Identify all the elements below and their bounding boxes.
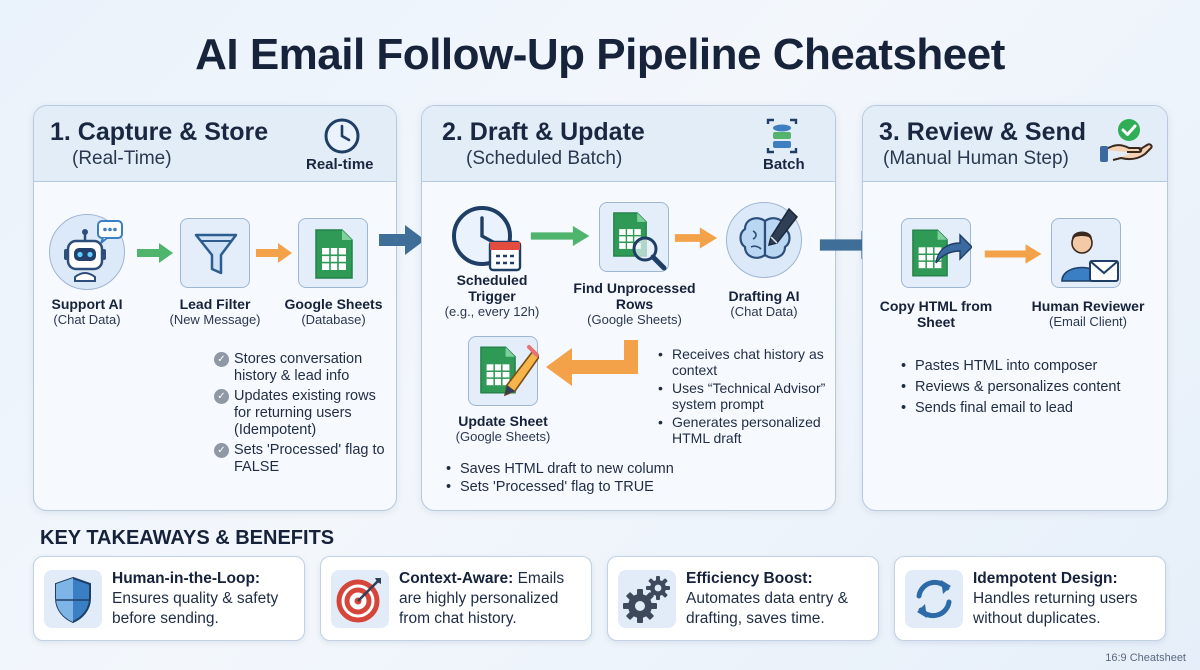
takeaway-card: Idempotent Design: Handles returning use… bbox=[894, 556, 1166, 641]
panel-title: 3. Review & Send bbox=[879, 118, 1087, 146]
hand-check-icon bbox=[1100, 119, 1153, 162]
drafting-notes: Receives chat history as context Uses “T… bbox=[656, 346, 832, 448]
panel-draft-update: 2. Draft & Update (Scheduled Batch) Batc… bbox=[421, 105, 836, 511]
copy-html-node bbox=[901, 218, 973, 288]
support-ai-label: Support AI (Chat Data) bbox=[51, 296, 123, 327]
mode-tag: Real-time bbox=[306, 156, 374, 173]
panel-header: 2. Draft & Update (Scheduled Batch) Batc… bbox=[422, 106, 835, 182]
arrow-right-icon bbox=[674, 227, 718, 249]
find-rows-label: Find Unprocessed Rows (Google Sheets) bbox=[573, 280, 696, 327]
check-icon: ✓ bbox=[214, 443, 229, 458]
panel-connector-arrow-icon bbox=[379, 225, 425, 255]
icon-tile bbox=[618, 570, 676, 628]
footer-label: 16:9 Cheatsheet bbox=[1105, 652, 1186, 664]
gears-icon bbox=[623, 576, 670, 623]
takeaway-card: Efficiency Boost: Automates data entry &… bbox=[607, 556, 879, 641]
list-item: Pastes HTML into composer bbox=[899, 357, 1159, 376]
takeaways-heading: KEY TAKEAWAYS & BENEFITS bbox=[40, 527, 335, 549]
funnel-icon bbox=[194, 233, 238, 275]
panel-capture-store: 1. Capture & Store (Real-Time) Real-time… bbox=[33, 105, 397, 511]
panel-title: 2. Draft & Update bbox=[442, 118, 645, 146]
drafting-ai-node bbox=[726, 202, 802, 278]
list-item: ✓Stores conversation history & lead info bbox=[214, 351, 392, 385]
support-ai-node bbox=[49, 214, 125, 290]
refresh-icon bbox=[916, 579, 952, 619]
panel-header: 1. Capture & Store (Real-Time) Real-time bbox=[34, 106, 396, 182]
panel-review-send: 3. Review & Send (Manual Human Step) Cop… bbox=[862, 105, 1168, 511]
clock-icon bbox=[324, 118, 360, 154]
copy-html-label: Copy HTML from Sheet bbox=[879, 298, 993, 330]
icon-tile bbox=[905, 570, 963, 628]
list-item: Sets 'Processed' flag to TRUE bbox=[444, 479, 744, 495]
spreadsheet-icon bbox=[315, 229, 353, 279]
list-item: Generates personalized HTML draft bbox=[656, 414, 832, 446]
scheduled-trigger-label: Scheduled Trigger (e.g., every 12h) bbox=[444, 272, 540, 319]
takeaway-text: Human-in-the-Loop: Ensures quality & saf… bbox=[112, 570, 279, 627]
arrow-right-icon bbox=[984, 244, 1042, 264]
list-item: ✓Sets 'Processed' flag to FALSE bbox=[214, 442, 392, 476]
sheet-edit-icon bbox=[480, 345, 541, 397]
google-sheets-label: Google Sheets (Database) bbox=[284, 296, 383, 327]
batch-icon bbox=[766, 118, 798, 154]
sheet-search-icon bbox=[613, 212, 667, 271]
person-mail-icon bbox=[1061, 231, 1119, 282]
takeaway-card: Context-Aware: Emails are highly persona… bbox=[320, 556, 592, 641]
panel-header: 3. Review & Send (Manual Human Step) bbox=[863, 106, 1167, 182]
target-icon bbox=[336, 578, 381, 623]
takeaway-text: Idempotent Design: Handles returning use… bbox=[973, 570, 1138, 627]
check-icon: ✓ bbox=[214, 352, 229, 367]
takeaway-text: Context-Aware: Emails are highly persona… bbox=[399, 570, 565, 627]
list-item: Saves HTML draft to new column bbox=[444, 461, 744, 477]
find-rows-node bbox=[599, 202, 669, 272]
panel-subtitle: (Manual Human Step) bbox=[883, 148, 1069, 169]
list-item: ✓Updates existing rows for returning use… bbox=[214, 388, 392, 439]
sheet-export-icon bbox=[912, 229, 973, 277]
shield-icon bbox=[55, 576, 91, 624]
google-sheets-node bbox=[298, 218, 368, 288]
review-notes: Pastes HTML into composer Reviews & pers… bbox=[899, 357, 1159, 420]
human-reviewer-node bbox=[1051, 218, 1121, 288]
icon-tile bbox=[44, 570, 102, 628]
arrow-right-icon bbox=[530, 225, 590, 247]
mode-tag: Batch bbox=[763, 156, 805, 173]
lead-filter-label: Lead Filter (New Message) bbox=[169, 296, 261, 327]
update-sheet-label: Update Sheet (Google Sheets) bbox=[455, 413, 551, 444]
arrow-right-icon bbox=[137, 243, 173, 263]
panel-subtitle: (Real-Time) bbox=[72, 148, 172, 169]
brain-pen-icon bbox=[739, 207, 798, 259]
page-title: AI Email Follow-Up Pipeline Cheatsheet bbox=[195, 30, 1005, 79]
update-sheet-node bbox=[468, 336, 541, 406]
takeaway-text: Efficiency Boost: Automates data entry &… bbox=[686, 570, 848, 627]
check-icon: ✓ bbox=[214, 389, 229, 404]
arrow-return-icon bbox=[546, 340, 638, 386]
robot-chat-icon bbox=[64, 220, 123, 282]
list-item: Sends final email to lead bbox=[899, 399, 1159, 418]
capture-notes: ✓Stores conversation history & lead info… bbox=[214, 351, 392, 479]
human-reviewer-label: Human Reviewer (Email Client) bbox=[1031, 298, 1145, 329]
panel-subtitle: (Scheduled Batch) bbox=[466, 148, 623, 169]
arrow-right-icon bbox=[256, 243, 292, 263]
clock-calendar-icon bbox=[452, 206, 522, 272]
drafting-ai-label: Drafting AI (Chat Data) bbox=[728, 288, 800, 319]
panel-title: 1. Capture & Store bbox=[50, 118, 269, 146]
lead-filter-node bbox=[180, 218, 250, 288]
list-item: Receives chat history as context bbox=[656, 346, 832, 378]
icon-tile bbox=[331, 570, 389, 628]
update-notes: Saves HTML draft to new column Sets 'Pro… bbox=[444, 461, 744, 497]
list-item: Uses “Technical Advisor” system prompt bbox=[656, 380, 832, 412]
takeaway-card: Human-in-the-Loop: Ensures quality & saf… bbox=[33, 556, 305, 641]
list-item: Reviews & personalizes content bbox=[899, 378, 1159, 397]
